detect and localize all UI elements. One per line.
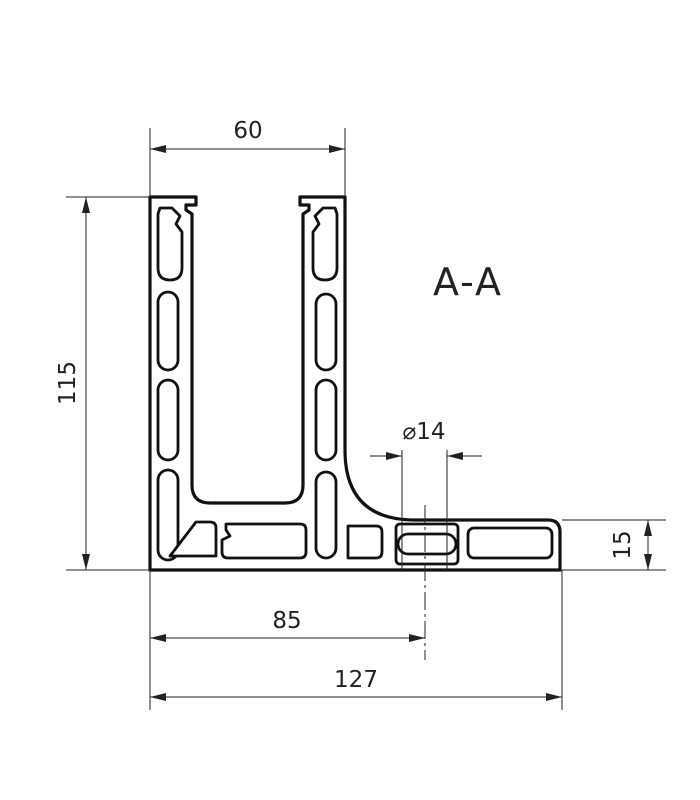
right-top-slot: [311, 206, 339, 282]
base-small-void: [346, 524, 384, 560]
dim-base-thickness-label: 15: [610, 530, 636, 559]
right-slot-3: [314, 470, 338, 560]
base-hole-inner: [396, 532, 458, 556]
dim-total-length: 127: [150, 570, 563, 710]
dim-height: 115: [55, 196, 150, 571]
base-end-void: [466, 526, 554, 560]
left-slot-2: [156, 378, 180, 462]
dim-hole-diameter-label: ⌀14: [402, 419, 445, 445]
right-slot-2: [314, 378, 338, 462]
section-label: A-A: [433, 260, 503, 304]
profile-outline: [148, 195, 562, 572]
dim-top-width: 60: [149, 118, 346, 197]
dim-top-width-label: 60: [233, 118, 262, 144]
right-slot-1: [314, 292, 338, 372]
dim-hole-offset: 85: [149, 570, 425, 710]
base-keyhole-void: [220, 522, 308, 560]
dim-base-thickness: 15: [562, 519, 666, 571]
profile-section: [148, 195, 562, 660]
left-slot-1: [156, 290, 180, 372]
dim-hole-offset-label: 85: [272, 608, 301, 634]
dim-height-label: 115: [55, 361, 81, 405]
left-top-slot: [156, 206, 184, 282]
dim-total-length-label: 127: [334, 667, 378, 693]
dim-hole-diameter: ⌀14: [370, 419, 482, 520]
base-triangle-void: [168, 520, 218, 558]
left-slot-3: [156, 468, 180, 562]
